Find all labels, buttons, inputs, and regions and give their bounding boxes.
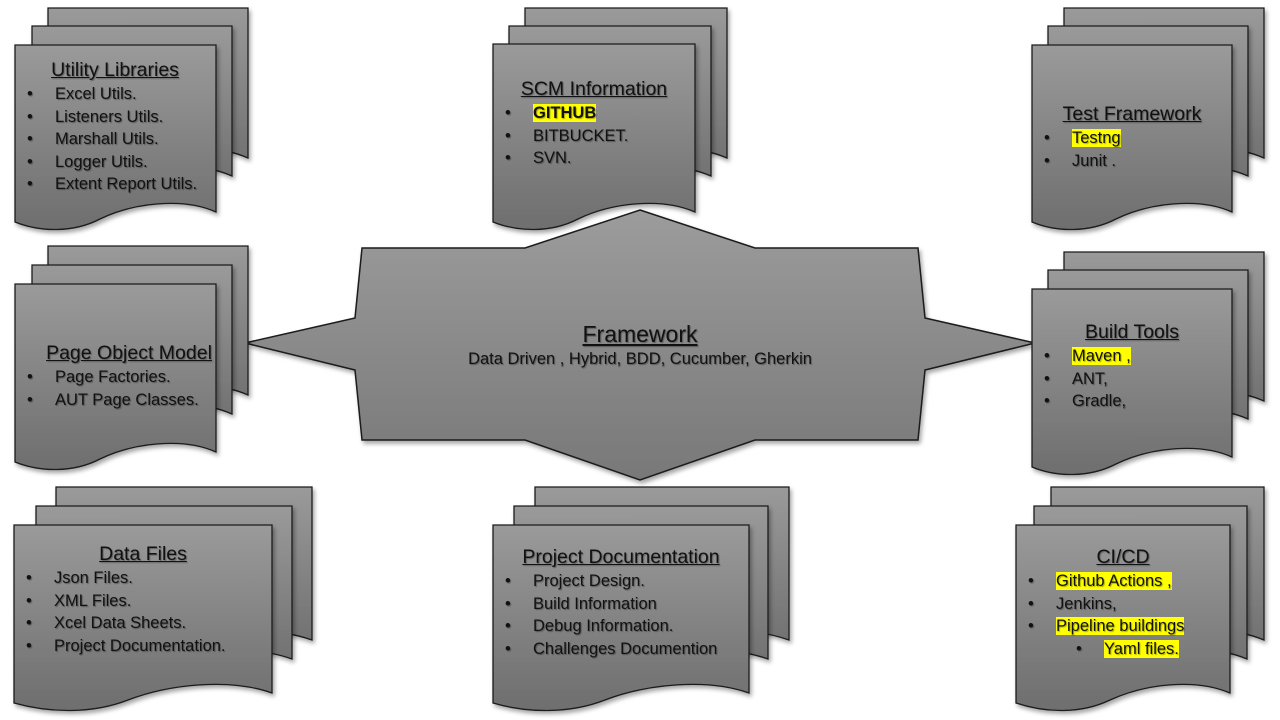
list-item: GITHUB xyxy=(493,102,695,125)
doc-item-list: TestngJunit . xyxy=(1032,127,1232,172)
framework-types: Data Driven , Hybrid, BDD, Cucumber, Ghe… xyxy=(468,350,812,368)
list-item-text: Challenges Documention xyxy=(533,639,718,658)
list-item: Github Actions , xyxy=(1016,570,1230,593)
list-item: Jenkins, xyxy=(1016,593,1230,616)
list-item-text: Github Actions , xyxy=(1056,572,1172,590)
list-item: ANT, xyxy=(1032,368,1232,391)
list-item-text: Marshall Utils. xyxy=(55,130,159,148)
doc-data-files: Data FilesJson Files. XML Files. Xcel Data… xyxy=(14,542,272,657)
list-item: Page Factories. xyxy=(15,366,243,389)
list-item-text: BITBUCKET. xyxy=(533,126,629,145)
doc-item-list: Github Actions , Jenkins, Pipeline buildin… xyxy=(1016,570,1230,660)
list-item: XML Files. xyxy=(14,590,272,613)
framework-title: Framework xyxy=(582,321,698,347)
list-item-text: Logger Utils. xyxy=(55,152,148,171)
list-item: Extent Report Utils. xyxy=(15,173,215,196)
doc-title: Data Files xyxy=(99,543,187,565)
list-item: AUT Page Classes. xyxy=(15,389,243,412)
doc-utility-libraries: Utility LibrariesExcel Utils. Listeners U… xyxy=(15,58,215,196)
list-item-text: Debug Information. xyxy=(533,617,674,635)
list-item-text: AUT Page Classes. xyxy=(55,390,199,409)
list-item: BITBUCKET. xyxy=(493,125,695,148)
doc-title: Build Tools xyxy=(1085,321,1179,343)
list-item: Excel Utils. xyxy=(15,83,215,106)
list-item: Maven , xyxy=(1032,345,1232,368)
list-item: Project Design. xyxy=(493,570,749,593)
list-item-text: Maven , xyxy=(1072,347,1131,365)
list-item-text: Xcel Data Sheets. xyxy=(54,614,187,632)
list-item-text: Build Information xyxy=(533,594,657,613)
list-item: Challenges Documention xyxy=(493,638,749,661)
doc-item-list: Excel Utils. Listeners Utils. Marshall Uti… xyxy=(15,83,215,196)
list-item-text: Junit . xyxy=(1072,151,1117,170)
list-item: Testng xyxy=(1032,127,1232,150)
list-item: Project Documentation. xyxy=(14,635,272,658)
doc-build-tools: Build ToolsMaven , ANT, Gradle, xyxy=(1032,320,1232,413)
list-item-text: XML Files. xyxy=(54,591,132,610)
list-item: Pipeline buildings xyxy=(1016,615,1230,638)
list-item: Xcel Data Sheets. xyxy=(14,612,272,635)
doc-ci-cd: CI/CD Github Actions , Jenkins, Pipeline bu… xyxy=(1016,545,1230,660)
list-item: Yaml files. xyxy=(1016,638,1230,661)
list-item: Debug Information. xyxy=(493,615,749,638)
list-item-text: Listeners Utils. xyxy=(55,107,164,126)
list-item-text: Excel Utils. xyxy=(55,85,137,103)
doc-project-documentation: Project DocumentationProject Design. Buil… xyxy=(493,545,749,660)
list-item: Gradle, xyxy=(1032,390,1232,413)
list-item-text: Page Factories. xyxy=(55,368,171,386)
list-item-text: Pipeline buildings xyxy=(1056,617,1185,635)
list-item-text: Testng xyxy=(1072,129,1121,147)
doc-title: Project Documentation xyxy=(522,546,720,568)
list-item-text: SVN. xyxy=(533,149,572,167)
framework-burst-shape xyxy=(244,209,1036,481)
list-item: Build Information xyxy=(493,593,749,616)
doc-title: CI/CD xyxy=(1096,546,1150,568)
list-item-text: Json Files. xyxy=(54,569,133,587)
list-item-text: Project Documentation. xyxy=(54,636,226,655)
doc-item-list: Page Factories. AUT Page Classes. xyxy=(15,366,243,411)
doc-title: Test Framework xyxy=(1062,103,1202,125)
list-item: SVN. xyxy=(493,147,695,170)
list-item: Json Files. xyxy=(14,567,272,590)
framework-label: Framework Data Driven , Hybrid, BDD, Cuc… xyxy=(400,320,880,370)
list-item-text: Extent Report Utils. xyxy=(55,175,198,193)
doc-title: Utility Libraries xyxy=(51,59,179,81)
list-item-text: Gradle, xyxy=(1072,392,1127,410)
doc-page-object-model: Page Object ModelPage Factories. AUT Page… xyxy=(15,341,243,411)
doc-item-list: Maven , ANT, Gradle, xyxy=(1032,345,1232,413)
doc-item-list: GITHUB BITBUCKET. SVN. xyxy=(493,102,695,170)
doc-title: Page Object Model xyxy=(46,342,212,364)
list-item: Junit . xyxy=(1032,150,1232,173)
doc-title: SCM Information xyxy=(520,78,668,100)
list-item-text: ANT, xyxy=(1072,369,1108,388)
list-item-text: Yaml files. xyxy=(1104,639,1179,658)
list-item: Marshall Utils. xyxy=(15,128,215,151)
list-item: Logger Utils. xyxy=(15,151,215,174)
doc-item-list: Project Design. Build InformationDebug In… xyxy=(493,570,749,660)
doc-test-framework: Test FrameworkTestngJunit . xyxy=(1032,102,1232,172)
list-item: Listeners Utils. xyxy=(15,106,215,129)
list-item-text: Project Design. xyxy=(533,572,645,590)
list-item-text: GITHUB xyxy=(533,104,597,122)
doc-scm-information: SCM InformationGITHUB BITBUCKET. SVN. xyxy=(493,77,695,170)
list-item-text: Jenkins, xyxy=(1056,594,1117,613)
doc-item-list: Json Files. XML Files. Xcel Data Sheets. Pr… xyxy=(14,567,272,657)
